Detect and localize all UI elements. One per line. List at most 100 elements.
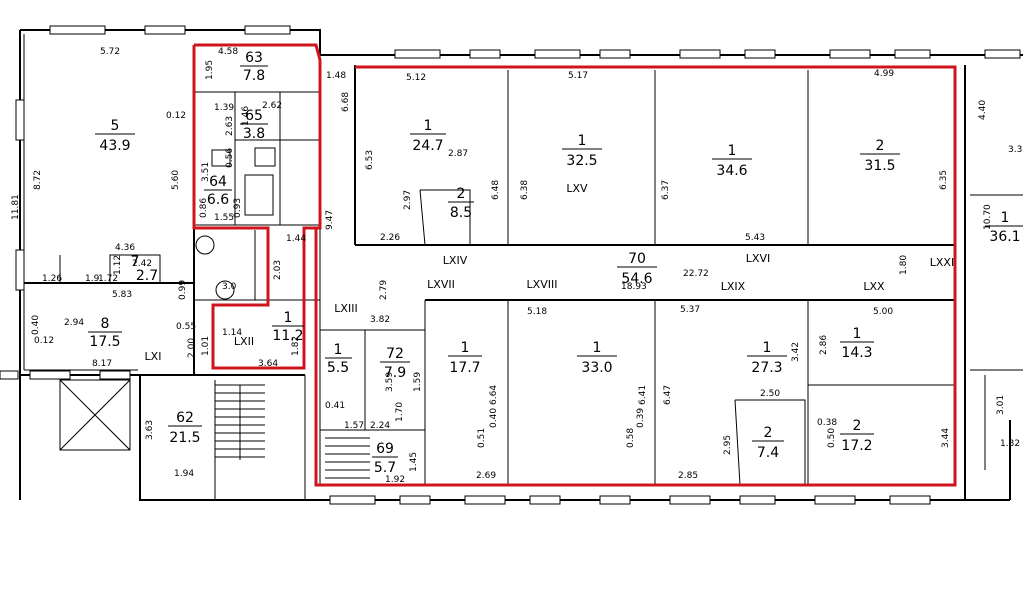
room-area: 34.6 bbox=[716, 163, 747, 179]
dimension: 9.47 bbox=[325, 210, 335, 230]
dimension: 8.72 bbox=[33, 170, 43, 190]
room-number: 1 bbox=[1001, 210, 1010, 226]
right-wing-walls bbox=[964, 65, 1023, 500]
dimension: 0.12 bbox=[34, 336, 54, 346]
dimension: 1.45 bbox=[409, 452, 419, 472]
room-area: 17.7 bbox=[449, 360, 480, 376]
room-area: 31.5 bbox=[864, 158, 895, 174]
dimension: 1.82 bbox=[291, 336, 301, 356]
dimension: 2.24 bbox=[370, 421, 390, 431]
unit-label: LXIX bbox=[721, 280, 746, 293]
dimension: 0.40 bbox=[489, 408, 499, 428]
room-area: 21.5 bbox=[169, 430, 200, 446]
dimension: 2.26 bbox=[380, 233, 400, 243]
room-area: 43.9 bbox=[99, 138, 130, 154]
room-area: 6.6 bbox=[207, 192, 229, 208]
dimension: 1.59 bbox=[413, 372, 423, 392]
room-area: 5.7 bbox=[374, 460, 396, 476]
room-number: 1 bbox=[728, 143, 737, 159]
dimension: 1.92 bbox=[385, 475, 405, 485]
room-area: 8.5 bbox=[450, 205, 472, 221]
room-number: 1 bbox=[424, 118, 433, 134]
room-area: 7.8 bbox=[243, 68, 265, 84]
room-number: 2 bbox=[457, 186, 466, 202]
dimension: 6.48 bbox=[491, 180, 501, 200]
room-number: 1 bbox=[284, 310, 293, 326]
dimension: 2.42 bbox=[132, 259, 152, 269]
stairs-left bbox=[215, 384, 265, 460]
room-area: 14.3 bbox=[841, 345, 872, 361]
dimension: 5.43 bbox=[745, 233, 765, 243]
dimension: 3.63 bbox=[145, 420, 155, 440]
dimension: 2.50 bbox=[760, 389, 780, 399]
dimension: 5.83 bbox=[112, 290, 132, 300]
room-number: 70 bbox=[628, 251, 646, 267]
dimension: 0.50 bbox=[827, 428, 837, 448]
dimension: 0.58 bbox=[626, 428, 636, 448]
unit-label: LXV bbox=[566, 182, 588, 195]
dimension: 6.47 bbox=[663, 385, 673, 405]
room-number: 7 bbox=[131, 254, 140, 270]
unit-label: LXVII bbox=[427, 278, 455, 291]
unit-label: LXVI bbox=[746, 252, 770, 265]
dimension: 3.0 bbox=[222, 282, 237, 292]
dimension: 2.97 bbox=[403, 190, 413, 210]
dimension: 3.01 bbox=[996, 395, 1006, 415]
dimension: 1.72 bbox=[98, 274, 118, 284]
dimension: 5.12 bbox=[406, 73, 426, 83]
room-number: 1 bbox=[763, 340, 772, 356]
room-number: 1 bbox=[853, 326, 862, 342]
room-number: 5 bbox=[111, 118, 120, 134]
dimension: 1.32 bbox=[1000, 439, 1020, 449]
dimension: 0.99 bbox=[178, 280, 188, 300]
dimension: 3.82 bbox=[370, 315, 390, 325]
room-area: 7.4 bbox=[757, 445, 779, 461]
dimension: 0.40 bbox=[31, 315, 41, 335]
dimension: 1.46 bbox=[241, 106, 251, 126]
room-area: 33.0 bbox=[581, 360, 612, 376]
dimension: 5.18 bbox=[527, 307, 547, 317]
room-number: 1 bbox=[461, 340, 470, 356]
room-area: 17.5 bbox=[89, 334, 120, 350]
dimension: 4.99 bbox=[874, 69, 894, 79]
dimension: 18.93 bbox=[621, 282, 647, 292]
room-number: 1 bbox=[334, 342, 343, 358]
dimension: 5.17 bbox=[568, 71, 588, 81]
dimension: 2.86 bbox=[819, 335, 829, 355]
dimension: 5.72 bbox=[100, 47, 120, 57]
dimension: 2.69 bbox=[476, 471, 496, 481]
dimension: 6.64 bbox=[489, 385, 499, 405]
dimension: 0.38 bbox=[817, 418, 837, 428]
dimension: 2.79 bbox=[379, 280, 389, 300]
room-number: 1 bbox=[578, 133, 587, 149]
dimension: 1.9 bbox=[85, 274, 100, 284]
middle-small-rooms-walls bbox=[319, 225, 426, 485]
toilet-block-walls bbox=[194, 91, 320, 301]
stairs-middle bbox=[325, 437, 370, 479]
room-number: 1 bbox=[593, 340, 602, 356]
dimension: 5.00 bbox=[873, 307, 893, 317]
top-offices-walls bbox=[354, 65, 955, 246]
unit-label: LXXI bbox=[930, 256, 954, 269]
unit-label: LXX bbox=[863, 280, 885, 293]
dimension-labels: 5.72 4.58 1.95 1.48 6.68 5.12 5.17 4.99 … bbox=[11, 47, 1022, 485]
room-area: 27.3 bbox=[751, 360, 782, 376]
dimension: 6.38 bbox=[520, 180, 530, 200]
dimension: 4.40 bbox=[978, 100, 988, 120]
room-area: 5.5 bbox=[327, 360, 349, 376]
dimension: 1.14 bbox=[222, 328, 242, 338]
unit-label: LXVIII bbox=[527, 278, 558, 291]
dimension: 0.12 bbox=[166, 111, 186, 121]
dimension: 3.59 bbox=[385, 372, 395, 392]
dimension: 1.57 bbox=[344, 421, 364, 431]
dimension: 1.44 bbox=[286, 234, 306, 244]
unit-label: LXI bbox=[145, 350, 162, 363]
dimension: 6.53 bbox=[365, 150, 375, 170]
dimension: 1.94 bbox=[174, 469, 194, 479]
dimension: 8.17 bbox=[92, 359, 112, 369]
room-area: 36.1 bbox=[989, 229, 1020, 245]
dimension: 6.68 bbox=[341, 92, 351, 112]
dimension: 0.86 bbox=[199, 198, 209, 218]
selected-area-outline bbox=[192, 43, 957, 487]
room-number: 2 bbox=[764, 425, 773, 441]
